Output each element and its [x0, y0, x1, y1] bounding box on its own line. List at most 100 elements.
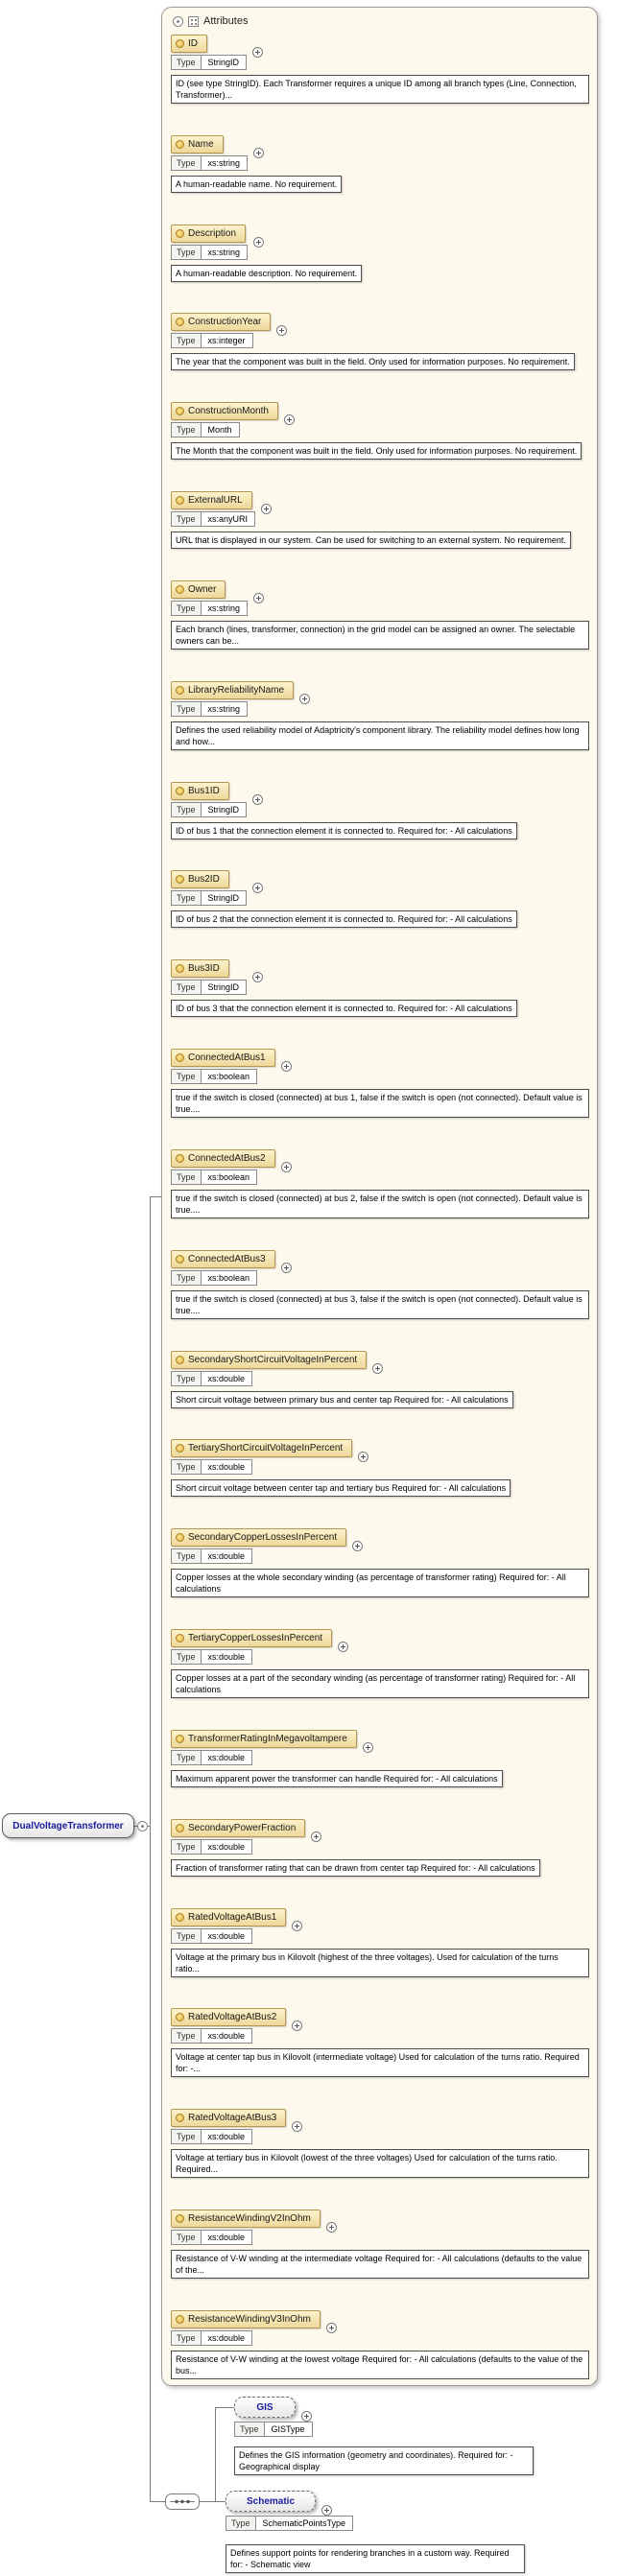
element-schematic[interactable]: Schematic — [226, 2491, 316, 2512]
plus-in-circle-icon[interactable] — [276, 325, 288, 337]
plus-in-circle-icon[interactable] — [280, 1161, 292, 1172]
plus-in-circle-icon[interactable] — [252, 883, 264, 894]
plus-in-circle-icon[interactable] — [261, 504, 273, 515]
attribute-type-table: Type xs:double — [171, 2329, 253, 2346]
type-label: Type — [172, 1928, 202, 1943]
plus-in-circle-icon[interactable] — [280, 1262, 292, 1273]
attribute-icon — [176, 584, 184, 594]
element-expand-icon[interactable] — [137, 1821, 148, 1832]
plus-in-circle-icon[interactable] — [338, 1642, 349, 1653]
connector-line — [200, 2501, 215, 2502]
plus-in-circle-icon[interactable] — [311, 1831, 322, 1842]
attribute-entry: Owner Type xs:string Each branch (lines,… — [171, 579, 589, 650]
attribute-icon — [176, 39, 184, 48]
attribute-annotation: true if the switch is closed (connected)… — [171, 1089, 589, 1119]
attribute-name-chip[interactable]: Bus2ID — [171, 870, 229, 889]
attribute-entry: Bus3ID Type StringID ID of bus 3 that th… — [171, 959, 589, 1018]
attribute-name-chip[interactable]: Bus1ID — [171, 781, 229, 800]
type-value: xs:double — [207, 1462, 246, 1473]
plus-in-circle-icon[interactable] — [253, 147, 265, 158]
sequence-compositor-icon[interactable] — [165, 2493, 200, 2510]
type-value: xs:double — [207, 1752, 246, 1762]
attribute-name-chip[interactable]: ResistanceWindingV3InOhm — [171, 2309, 321, 2328]
plus-in-circle-icon[interactable] — [362, 1741, 373, 1753]
plus-in-circle-icon[interactable] — [280, 1061, 292, 1073]
attribute-annotation: Short circuit voltage between primary bu… — [171, 1390, 513, 1408]
plus-in-circle-icon[interactable] — [283, 414, 295, 426]
circle-toggle-icon[interactable] — [173, 15, 183, 27]
attribute-name-chip[interactable]: SecondaryCopperLossesInPercent — [171, 1528, 347, 1548]
plus-in-circle-icon[interactable] — [292, 1920, 303, 1931]
plus-in-circle-icon[interactable] — [299, 693, 311, 704]
attribute-icon — [176, 786, 184, 795]
type-value: StringID — [207, 804, 240, 815]
plus-in-circle-icon[interactable] — [325, 2222, 337, 2233]
type-value: xs:double — [207, 1652, 246, 1663]
attribute-name-chip[interactable]: Name — [171, 134, 224, 154]
attribute-name-chip[interactable]: RatedVoltageAtBus1 — [171, 1907, 287, 1926]
type-label: Type — [172, 1650, 202, 1665]
type-value: xs:double — [207, 2132, 246, 2142]
attribute-name-chip[interactable]: RatedVoltageAtBus3 — [171, 2109, 287, 2128]
plus-in-circle-icon[interactable] — [352, 1541, 364, 1552]
attribute-name-chip[interactable]: ConstructionMonth — [171, 402, 278, 421]
type-value: xs:double — [207, 1551, 246, 1562]
attribute-annotation: Voltage at the primary bus in Kilovolt (… — [171, 1948, 589, 1977]
element-dualvoltagetransformer[interactable]: DualVoltageTransformer — [2, 1813, 134, 1838]
attribute-name-chip[interactable]: TertiaryCopperLossesInPercent — [171, 1629, 333, 1648]
attribute-annotation: true if the switch is closed (connected)… — [171, 1289, 589, 1319]
plus-in-circle-icon[interactable] — [292, 2021, 303, 2032]
connector-line — [215, 2407, 216, 2502]
plus-in-circle-icon[interactable] — [301, 2411, 312, 2422]
plus-in-circle-icon[interactable] — [252, 972, 264, 983]
attribute-entry: Name Type xs:string A human-readable nam… — [171, 134, 589, 193]
plus-in-circle-icon[interactable] — [325, 2322, 337, 2333]
attribute-entry: Bus1ID Type StringID ID of bus 1 that th… — [171, 781, 589, 839]
type-value: xs:double — [207, 1841, 246, 1852]
plus-in-circle-icon[interactable] — [253, 592, 265, 603]
type-value: xs:boolean — [207, 1171, 250, 1182]
attribute-name-chip[interactable]: TransformerRatingInMegavoltampere — [171, 1729, 357, 1748]
attribute-name-chip[interactable]: LibraryReliabilityName — [171, 680, 295, 699]
attribute-entry: ConstructionYear Type xs:integer The yea… — [171, 313, 589, 371]
attribute-type-table: Type StringID — [171, 55, 248, 70]
type-label: Type — [172, 155, 202, 170]
attribute-name-chip[interactable]: ExternalURL — [171, 491, 252, 510]
attribute-name-chip[interactable]: ConstructionYear — [171, 313, 272, 332]
type-value: xs:string — [207, 703, 241, 714]
plus-in-circle-icon[interactable] — [358, 1452, 369, 1463]
attribute-entry: RatedVoltageAtBus1 Type xs:double Voltag… — [171, 1907, 589, 1977]
connector-line — [150, 1196, 151, 2502]
attribute-name: Bus2ID — [188, 874, 220, 886]
plus-in-circle-icon[interactable] — [292, 2121, 303, 2133]
attribute-name-chip[interactable]: ConnectedAtBus2 — [171, 1148, 275, 1168]
attribute-name-chip[interactable]: Description — [171, 224, 247, 243]
attribute-name-chip[interactable]: RatedVoltageAtBus2 — [171, 2008, 287, 2027]
attribute-name-chip[interactable]: SecondaryShortCircuitVoltageInPercent — [171, 1350, 368, 1369]
grid-toggle-icon[interactable] — [188, 15, 199, 27]
attribute-name-chip[interactable]: SecondaryPowerFraction — [171, 1818, 306, 1837]
plus-in-circle-icon[interactable] — [252, 793, 264, 805]
type-label: Type — [172, 802, 202, 816]
type-value: xs:integer — [207, 336, 246, 346]
attribute-name-chip[interactable]: Bus3ID — [171, 959, 229, 979]
attribute-entry: TertiaryShortCircuitVoltageInPercent Typ… — [171, 1439, 589, 1498]
attribute-name: ResistanceWindingV3InOhm — [188, 2313, 311, 2325]
attribute-name-chip[interactable]: TertiaryShortCircuitVoltageInPercent — [171, 1439, 353, 1458]
attribute-name-chip[interactable]: ResistanceWindingV2InOhm — [171, 2210, 321, 2229]
element-gis[interactable]: GIS — [234, 2397, 296, 2418]
plus-in-circle-icon[interactable] — [252, 47, 264, 58]
plus-in-circle-icon[interactable] — [253, 236, 265, 248]
attribute-name-chip[interactable]: ConnectedAtBus1 — [171, 1049, 275, 1068]
attribute-annotation: A human-readable name. No requirement. — [171, 175, 343, 193]
attribute-name-chip[interactable]: Owner — [171, 579, 226, 599]
attribute-name-chip[interactable]: ID — [171, 35, 207, 53]
attribute-type-table: Type xs:double — [171, 2129, 253, 2145]
attribute-annotation: ID (see type StringID). Each Transformer… — [171, 75, 589, 104]
schematic-annotation: Defines support points for rendering bra… — [226, 2544, 525, 2573]
attribute-type-table: Type xs:integer — [171, 333, 253, 349]
attribute-name: SecondaryShortCircuitVoltageInPercent — [188, 1354, 358, 1365]
plus-in-circle-icon[interactable] — [372, 1362, 384, 1374]
attribute-name-chip[interactable]: ConnectedAtBus3 — [171, 1249, 275, 1268]
plus-in-circle-icon[interactable] — [321, 2505, 332, 2516]
